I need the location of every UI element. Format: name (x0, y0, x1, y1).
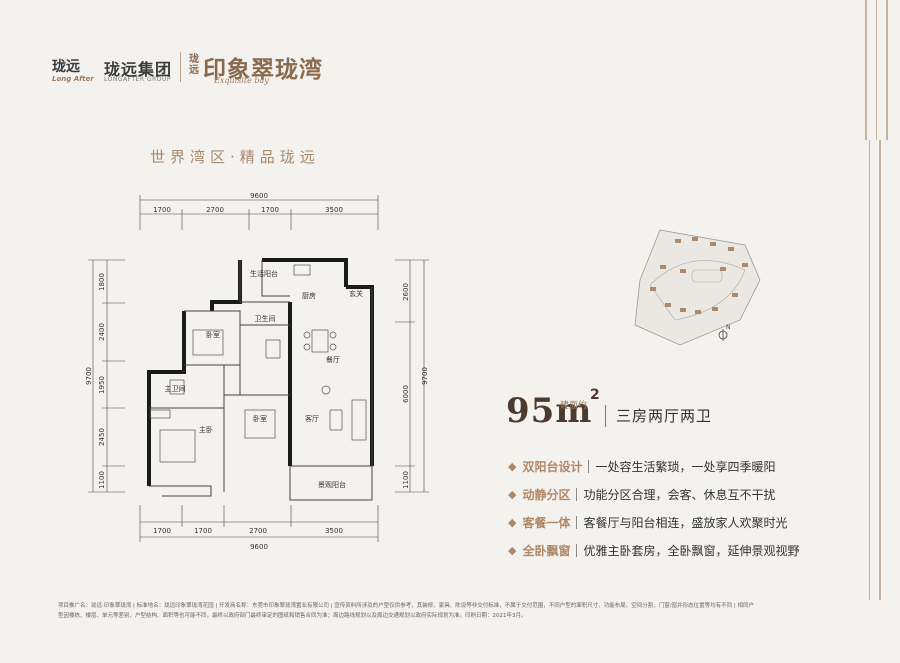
room-kitchen: 厨房 (302, 291, 316, 300)
right-dim-2: 6000 (402, 385, 410, 403)
plan-furniture (149, 264, 367, 463)
room-living-balcony: 生活阳台 (250, 269, 278, 278)
compass-label: N (726, 324, 731, 331)
area-value: 95m (506, 391, 593, 431)
deco-line-top-2 (876, 0, 877, 140)
area-separator (605, 405, 606, 427)
slogan: 世界湾区·精品珑远 (150, 148, 320, 166)
feature-item: ◆ 全卧飘窗 优雅主卧套房，全卧飘窗，延伸景观视野 (508, 542, 800, 558)
feature-divider (576, 515, 578, 529)
left-dim-2: 2400 (98, 323, 106, 341)
left-dim-5: 1100 (98, 471, 106, 489)
left-dim-3: 1950 (98, 376, 106, 394)
feature-item: ◆ 双阳台设计 一处容生活繁琐，一处享四季暖阳 (508, 458, 776, 474)
top-dim-2: 2700 (206, 206, 224, 214)
room-bathroom: 卫生间 (255, 314, 276, 323)
disclaimer-line-2: 型因楼栋、楼层、单元等差别，户型结构、面积等也可能不同，最终以政府部门最终审定的… (58, 613, 527, 619)
bottom-dim-3: 2700 (249, 527, 267, 535)
top-dim-1: 1700 (153, 206, 171, 214)
right-dim-3: 1100 (402, 471, 410, 489)
plan-thin-walls (149, 260, 373, 501)
right-dimensions (395, 259, 429, 493)
feature-item: ◆ 动静分区 功能分区合理，会客、休息互不干扰 (508, 486, 776, 502)
top-dim-3: 1700 (261, 206, 279, 214)
logo-longafter-sub: Long After (52, 75, 94, 83)
deco-line-bottom-2 (879, 140, 881, 600)
feature-desc: 功能分区合理，会客、休息互不干扰 (583, 487, 776, 502)
feature-divider (576, 543, 578, 557)
floor-plan: 9600 1700 2700 1700 3500 1700 1700 2700 … (85, 192, 429, 551)
feature-divider (576, 487, 578, 501)
feature-title: 客餐一体 (522, 515, 571, 530)
feature-title: 双阳台设计 (522, 459, 583, 474)
room-entrance: 玄关 (349, 289, 363, 298)
feature-title: 全卧飘窗 (522, 543, 571, 558)
feature-title: 动静分区 (522, 487, 571, 502)
header-divider (180, 52, 181, 82)
diamond-icon: ◆ (508, 515, 517, 529)
bottom-dim-4: 3500 (325, 527, 343, 535)
left-dim-1: 1800 (98, 273, 106, 291)
diamond-icon: ◆ (508, 543, 517, 557)
deco-line-bottom-1 (869, 140, 870, 600)
room-bedroom-2: 卧室 (253, 414, 267, 423)
bottom-dimensions (139, 505, 379, 542)
logo-longafter: 珑远 (52, 59, 80, 75)
room-bedroom-1: 卧室 (206, 330, 220, 339)
feature-desc: 优雅主卧套房，全卧飘窗，延伸景观视野 (583, 543, 800, 558)
left-total-dim: 9700 (85, 367, 93, 385)
bottom-total-dim: 9600 (250, 543, 268, 551)
bottom-dim-2: 1700 (194, 527, 212, 535)
room-view-balcony: 景观阳台 (318, 480, 346, 489)
feature-divider (588, 459, 590, 473)
deco-line-top-1 (865, 0, 867, 140)
left-dim-4: 2450 (98, 428, 106, 446)
room-living: 客厅 (305, 414, 319, 423)
right-total-dim: 9700 (421, 367, 429, 385)
area-unit-sup: 2 (590, 387, 600, 403)
room-master-bedroom: 主卧 (199, 425, 213, 434)
project-logo-prefix: 珑远 (189, 54, 199, 76)
feature-item: ◆ 客餐一体 客餐厅与阳台相连，盛放家人欢聚时光 (508, 514, 788, 530)
site-map: N (634, 229, 761, 346)
project-logo-sub: Exquisite bay (214, 76, 269, 85)
feature-desc: 一处容生活繁琐，一处享四季暖阳 (595, 459, 776, 474)
layout-type: 三房两厅两卫 (616, 407, 713, 425)
feature-desc: 客餐厅与阳台相连，盛放家人欢聚时光 (583, 515, 788, 530)
plan-walls (147, 258, 374, 486)
logo-group: 珑远集团 (104, 60, 173, 79)
left-dimensions (88, 259, 125, 493)
room-dining: 餐厅 (326, 355, 340, 364)
area-label: 建面约 (560, 401, 588, 411)
top-total-dim: 9600 (250, 192, 268, 200)
top-dimensions (139, 195, 379, 230)
disclaimer-line-1: 项目推广名：珑远·印象翠珑湾 | 标准地名：珑远印象翠珑湾花园 | 开发商名称：… (58, 603, 755, 609)
logo-group-sub: LONGAFTER GROUP (104, 76, 172, 83)
right-dim-1: 2600 (402, 283, 410, 301)
room-master-bath: 主卫间 (165, 384, 186, 393)
deco-line-top-3 (886, 0, 888, 140)
project-logo: 印象翠珑湾 (203, 56, 323, 83)
top-dim-4: 3500 (325, 206, 343, 214)
diamond-icon: ◆ (508, 487, 517, 501)
bottom-dim-1: 1700 (153, 527, 171, 535)
diamond-icon: ◆ (508, 459, 517, 473)
